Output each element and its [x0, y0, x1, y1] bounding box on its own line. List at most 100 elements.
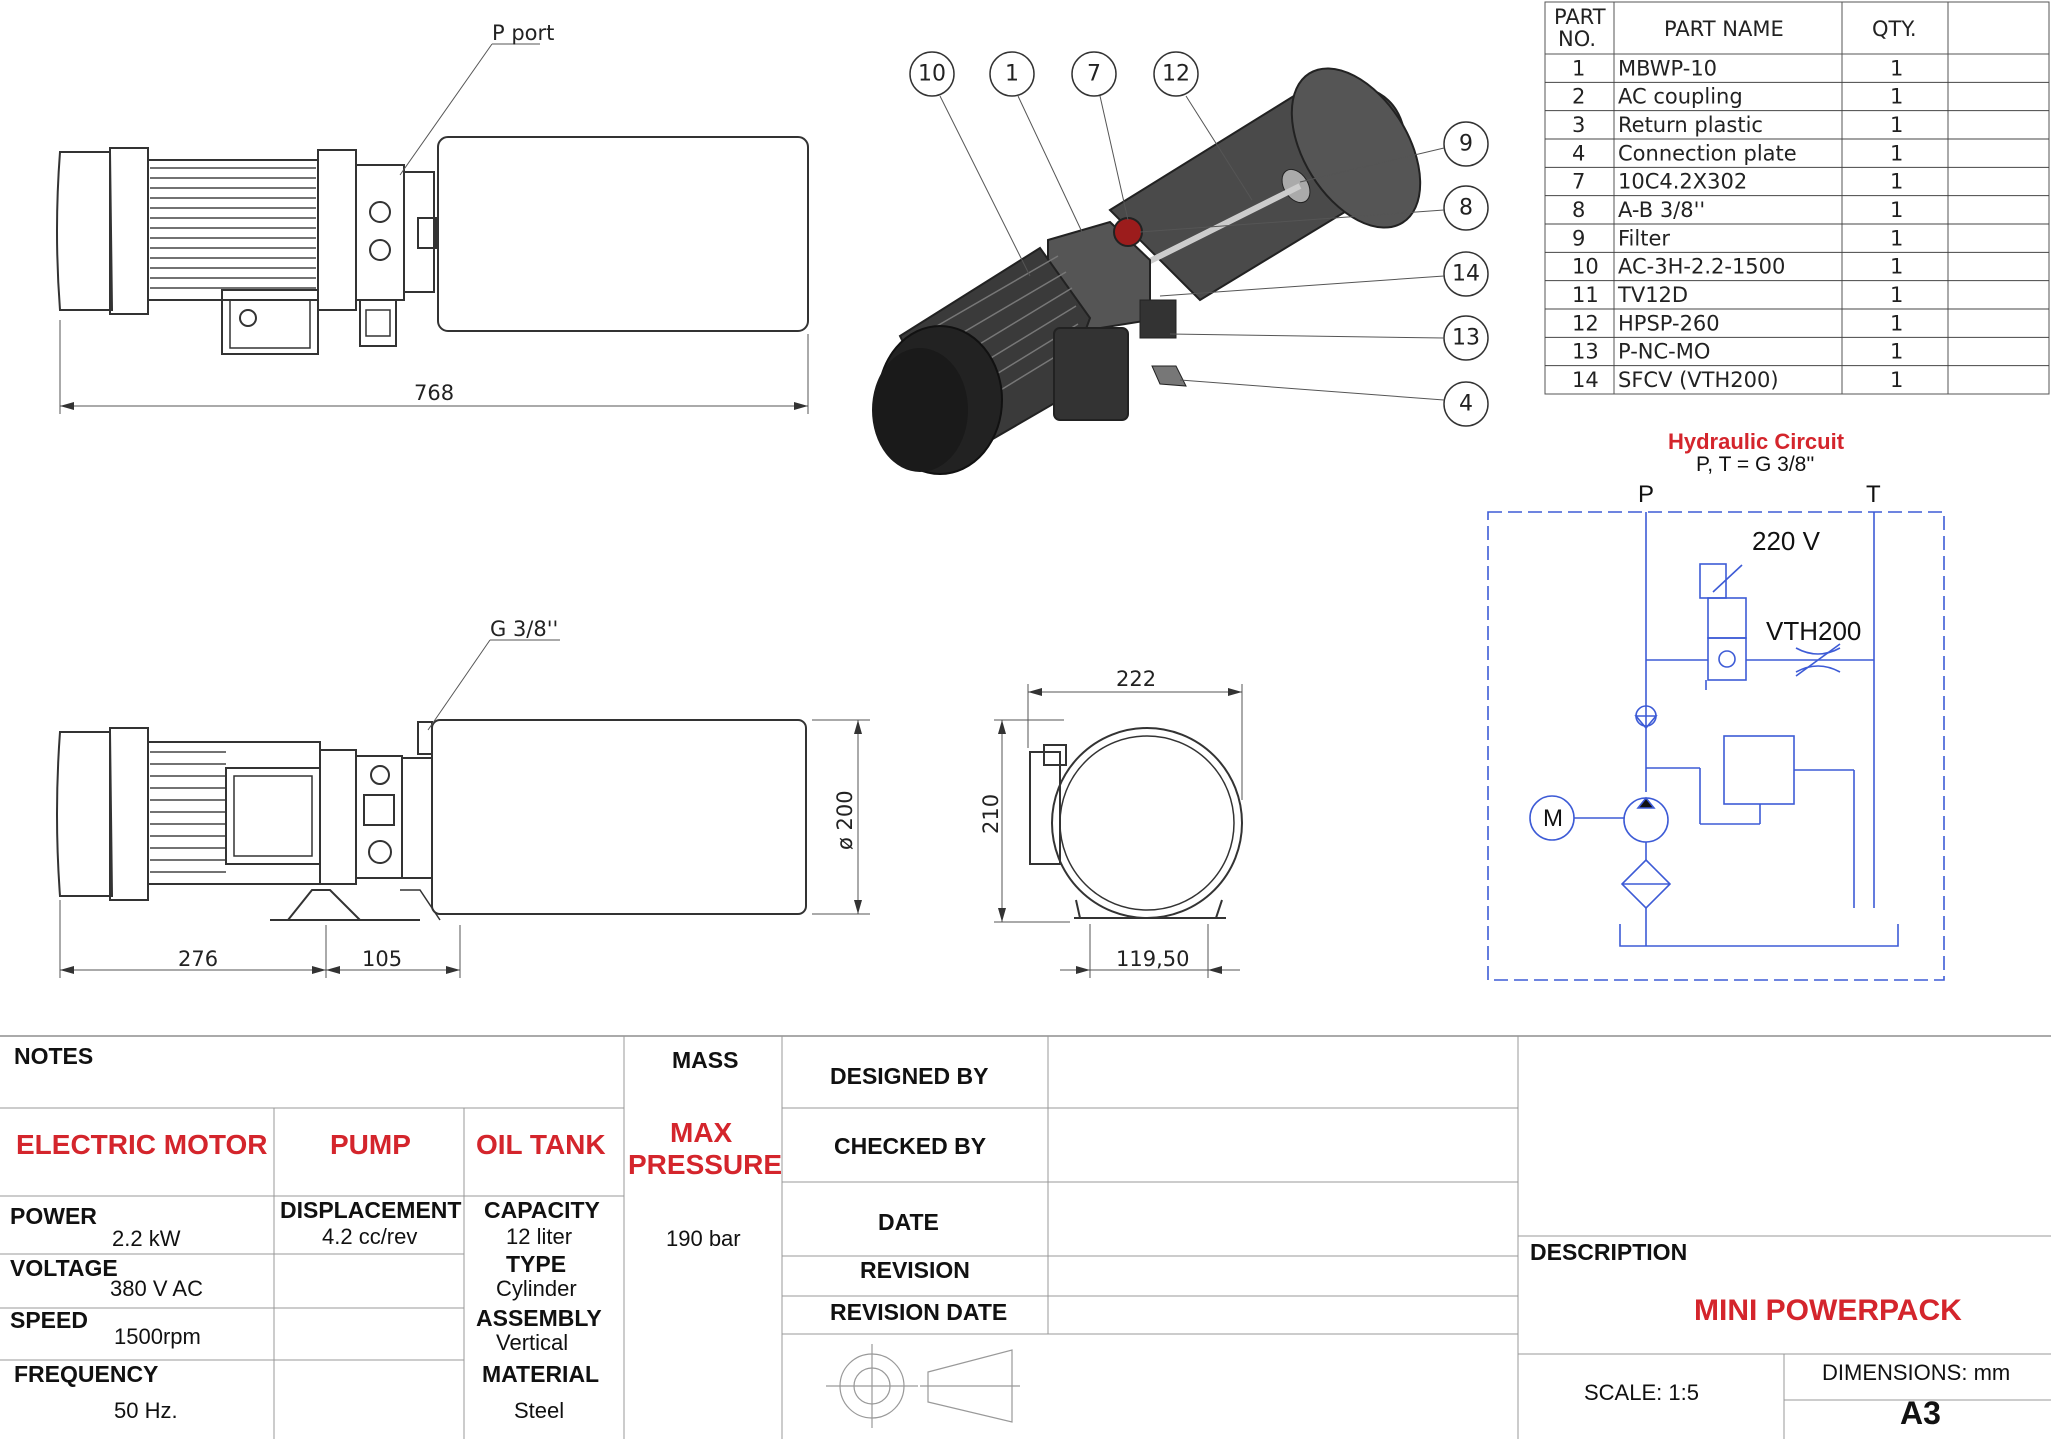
voltage-label: 220 V [1752, 526, 1821, 556]
parts-row-qty: 1 [1890, 311, 1903, 335]
capacity-value: 12 liter [506, 1224, 572, 1249]
dim-210: 210 [979, 794, 1003, 834]
balloon-10: 10 [918, 62, 946, 87]
displacement-label: DISPLACEMENT [280, 1197, 461, 1223]
circuit-title: Hydraulic Circuit [1668, 429, 1845, 454]
parts-row-no: 7 [1572, 170, 1585, 194]
assembly-value: Vertical [496, 1330, 568, 1355]
voltage-label-tb: VOLTAGE [10, 1255, 118, 1281]
power-value: 2.2 kW [112, 1226, 181, 1251]
parts-row-qty: 1 [1890, 85, 1903, 109]
hydraulic-circuit: Hydraulic Circuit P, T = G 3/8'' P T [1487, 429, 1945, 981]
parts-row-no: 12 [1572, 311, 1599, 335]
dim-119: 119,50 [1116, 947, 1189, 971]
parts-row-qty: 1 [1890, 113, 1903, 137]
parts-row-no: 8 [1572, 198, 1585, 222]
port-p: P [1638, 481, 1654, 508]
dimensions-label: DIMENSIONS: mm [1822, 1360, 2010, 1385]
type-value: Cylinder [496, 1276, 577, 1301]
parts-row-name: Return plastic [1618, 113, 1763, 137]
parts-header-no: PART [1554, 5, 1606, 29]
parts-row-no: 11 [1572, 283, 1599, 307]
parts-row-no: 13 [1572, 340, 1599, 364]
dim-768: 768 [414, 381, 454, 405]
title-block: NOTES MASS ELECTRIC MOTOR PUMP OIL TANK … [0, 1035, 2051, 1439]
side-view: 222 210 119,50 [979, 667, 1243, 978]
balloon-1: 1 [1005, 62, 1019, 87]
speed-label: SPEED [10, 1307, 88, 1333]
balloon-group: 10 1 7 12 9 8 14 13 4 [909, 51, 1489, 427]
dim-diameter: ø 200 [833, 790, 857, 850]
designed-by-label: DESIGNED BY [830, 1063, 988, 1089]
pump-heading: PUMP [330, 1129, 411, 1160]
material-value: Steel [514, 1398, 564, 1423]
parts-row-no: 4 [1572, 141, 1585, 165]
parts-row-qty: 1 [1890, 283, 1903, 307]
capacity-label: CAPACITY [484, 1197, 600, 1223]
checked-by-label: CHECKED BY [834, 1133, 986, 1159]
parts-row-no: 14 [1572, 368, 1599, 392]
parts-row-no: 10 [1572, 255, 1599, 279]
dim-276: 276 [178, 947, 218, 971]
parts-row-no: 9 [1572, 226, 1585, 250]
assembly-label: ASSEMBLY [476, 1305, 602, 1331]
parts-row-name: AC coupling [1618, 85, 1743, 109]
balloon-7: 7 [1087, 62, 1101, 87]
parts-header-name: PART NAME [1664, 17, 1784, 41]
parts-row-qty: 1 [1890, 255, 1903, 279]
parts-row-name: Filter [1618, 226, 1670, 250]
dim-105: 105 [362, 947, 402, 971]
parts-row-qty: 1 [1890, 368, 1903, 392]
date-label: DATE [878, 1209, 939, 1235]
revision-label: REVISION [860, 1257, 970, 1283]
parts-row-name: P-NC-MO [1618, 340, 1710, 364]
type-label: TYPE [506, 1251, 566, 1277]
parts-row-name: SFCV (VTH200) [1618, 368, 1779, 392]
parts-row-qty: 1 [1890, 56, 1903, 80]
description-value: MINI POWERPACK [1694, 1294, 1962, 1327]
parts-header-no-2: NO. [1558, 27, 1596, 51]
parts-row-name: Connection plate [1618, 141, 1797, 165]
frequency-value: 50 Hz. [114, 1398, 178, 1423]
max-pressure-heading-2: PRESSURE [628, 1149, 782, 1180]
speed-value: 1500rpm [114, 1324, 201, 1349]
parts-row-no: 1 [1572, 56, 1585, 80]
dim-222: 222 [1116, 667, 1156, 691]
circuit-subtitle: P, T = G 3/8'' [1696, 453, 1814, 476]
balloon-12: 12 [1162, 62, 1190, 87]
parts-row-name: MBWP-10 [1618, 56, 1717, 80]
max-pressure-heading-1: MAX [670, 1117, 733, 1148]
power-label: POWER [10, 1203, 97, 1229]
mass-label: MASS [672, 1047, 738, 1073]
parts-row-no: 2 [1572, 85, 1585, 109]
displacement-value: 4.2 cc/rev [322, 1224, 417, 1249]
parts-row-qty: 1 [1890, 141, 1903, 165]
parts-row-qty: 1 [1890, 340, 1903, 364]
parts-row-qty: 1 [1890, 198, 1903, 222]
description-label: DESCRIPTION [1530, 1239, 1687, 1265]
parts-row-no: 3 [1572, 113, 1585, 137]
p-port-label: P port [492, 21, 554, 45]
voltage-value: 380 V AC [110, 1276, 203, 1301]
top-view: P port 768 [56, 21, 809, 414]
oil-tank-heading: OIL TANK [476, 1129, 606, 1160]
electric-motor-heading: ELECTRIC MOTOR [16, 1129, 267, 1160]
front-view: G 3/8'' 276 105 ø 200 [56, 617, 870, 978]
balloon-8: 8 [1459, 196, 1473, 221]
parts-header-qty: QTY. [1872, 17, 1917, 41]
frequency-label: FREQUENCY [14, 1361, 158, 1387]
parts-row-name: 10C4.2X302 [1618, 170, 1747, 194]
material-label: MATERIAL [482, 1361, 599, 1387]
balloon-14: 14 [1452, 262, 1480, 287]
scale-label: SCALE: 1:5 [1584, 1380, 1699, 1405]
parts-row-qty: 1 [1890, 226, 1903, 250]
notes-label: NOTES [14, 1043, 93, 1069]
port-t: T [1866, 481, 1881, 508]
parts-row-name: AC-3H-2.2-1500 [1618, 255, 1785, 279]
balloon-9: 9 [1459, 132, 1473, 157]
sheet-size: A3 [1900, 1395, 1941, 1431]
balloon-4: 4 [1459, 392, 1473, 417]
parts-row-name: HPSP-260 [1618, 311, 1720, 335]
